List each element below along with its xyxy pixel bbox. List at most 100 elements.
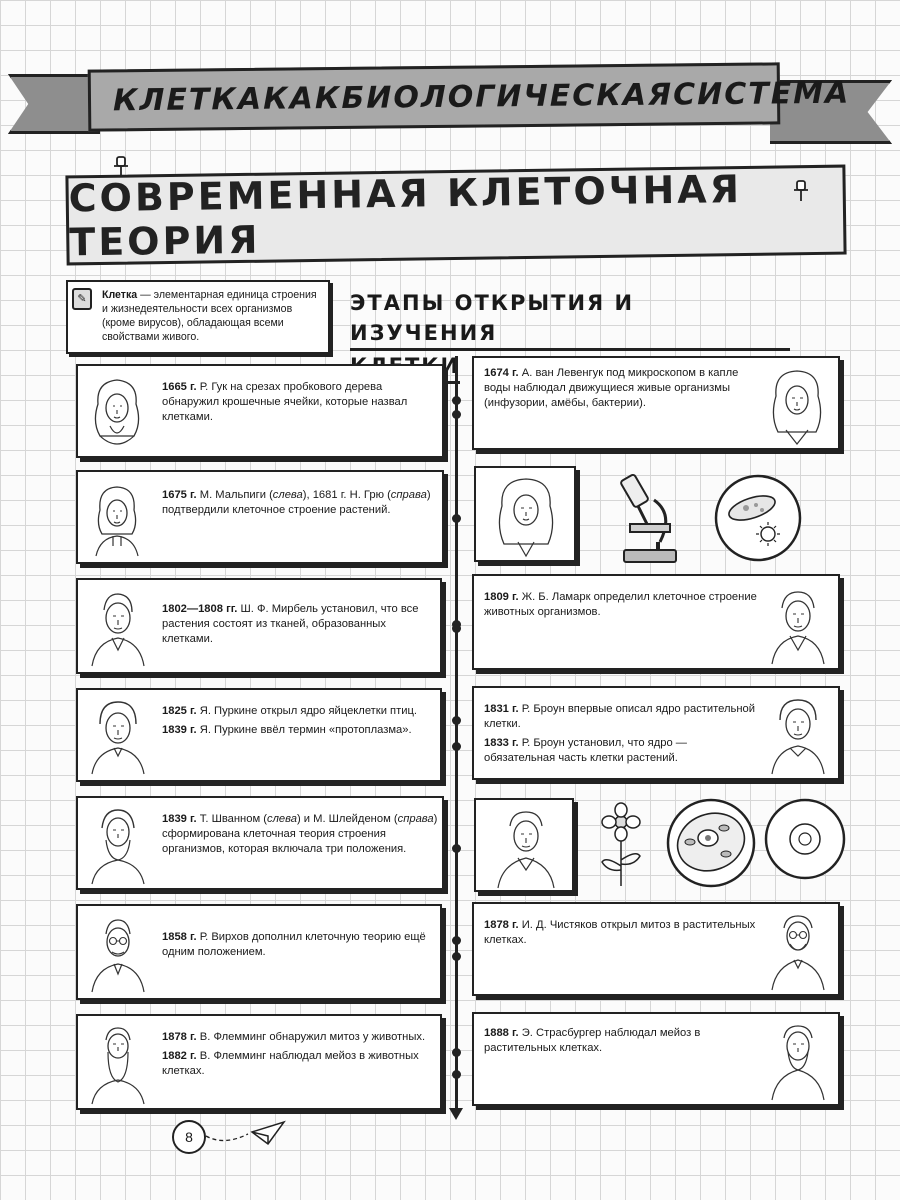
- card-description: Р. Броун впервые описал ядро растительно…: [484, 703, 756, 730]
- chapter-word-1: КЛЕТКА: [112, 81, 264, 118]
- card-year: 1858 г.: [162, 931, 197, 943]
- card-text: 1888 г. Э. Страсбургер наблюдал мейоз в …: [484, 1026, 760, 1060]
- portrait-schwann-icon: [91, 809, 145, 885]
- portrait-frame: [474, 798, 574, 892]
- timeline-dot: [452, 396, 461, 405]
- timeline-card-1839: 1839 г. Т. Шванном (слева) и М. Шлейдено…: [76, 796, 444, 890]
- timeline-dot: [452, 742, 461, 751]
- card-emphasis: справа: [397, 813, 434, 825]
- portrait-lamarck-icon: [771, 591, 825, 665]
- page-number: 8: [172, 1120, 206, 1154]
- card-description: Э. Страсбургер наблюдал мейоз в растител…: [484, 1027, 701, 1054]
- portrait-virchow-icon: [91, 919, 145, 993]
- portrait-strasburger-icon: [771, 1025, 825, 1101]
- timeline-card-1809: 1809 г. Ж. Б. Ламарк определил клеточное…: [472, 574, 840, 670]
- card-emphasis: слева: [266, 813, 297, 825]
- card-year: 1665 г.: [162, 381, 197, 393]
- card-text: 1674 г. А. ван Левенгук под микроскопом …: [484, 366, 760, 415]
- card-description: А. ван Левенгук под микроскопом в капле …: [484, 367, 739, 409]
- card-description: Т. Шванном (: [196, 813, 267, 825]
- pin-icon: [794, 180, 808, 201]
- chapter-word-3: БИОЛОГИЧЕСКАЯ: [341, 76, 674, 116]
- card-text: 1831 г. Р. Броун впервые описал ядро рас…: [484, 702, 760, 770]
- definition-term: Клетка: [102, 289, 138, 301]
- card-year: 1878 г.: [484, 919, 519, 931]
- timeline-dot: [452, 952, 461, 961]
- chapter-banner: КЛЕТКА КАК БИОЛОГИЧЕСКАЯ СИСТЕМА: [87, 62, 850, 132]
- card-description: ) сформирована клеточная теория строения…: [162, 813, 438, 855]
- card-description: ), 1681 г. Н. Грю (: [302, 489, 391, 501]
- card-description: Р. Вирхов дополнил клеточную теорию ещё …: [162, 931, 426, 958]
- portrait-purkinje-icon: [91, 701, 145, 775]
- card-text: 1809 г. Ж. Б. Ламарк определил клеточное…: [484, 590, 760, 624]
- card-text: 1825 г. Я. Пуркине открыл ядро яйцеклетк…: [162, 704, 436, 742]
- egg-cell-icon: [764, 798, 846, 880]
- banner-tail-left: [8, 74, 100, 134]
- card-text: 1878 г. В. Флемминг обнаружил митоз у жи…: [162, 1030, 436, 1083]
- portrait-grew-icon: [498, 478, 554, 558]
- plant-cell-icon: [666, 798, 756, 888]
- page-title-banner: СОВРЕМЕННАЯ КЛЕТОЧНАЯ ТЕОРИЯ: [65, 164, 847, 266]
- card-description: ) и М. Шлейденом (: [296, 813, 398, 825]
- timeline-card-1665: 1665 г. Р. Гук на срезах пробкового дере…: [76, 364, 444, 458]
- portrait-mirbel-icon: [91, 593, 145, 667]
- flower-icon: [601, 802, 641, 886]
- card-description: В. Флемминг обнаружил митоз у животных.: [196, 1031, 426, 1043]
- timeline-dot: [452, 514, 461, 523]
- timeline-dot: [452, 936, 461, 945]
- timeline-dot: [452, 410, 461, 419]
- card-description: ) подтвердили клеточное строение растени…: [162, 489, 431, 516]
- card-description: В. Флемминг наблюдал мейоз в животных кл…: [162, 1050, 419, 1077]
- card-year: 1878 г.: [162, 1031, 197, 1043]
- definition-text: — элементарная единица строения и жизнед…: [102, 289, 317, 343]
- timeline-dot: [452, 1048, 461, 1057]
- card-text: 1858 г. Р. Вирхов дополнил клеточную тео…: [162, 930, 436, 964]
- chapter-word-4: СИСТЕМА: [672, 75, 851, 112]
- bookmark-icon: ✎: [72, 288, 92, 310]
- card-text: 1878 г. И. Д. Чистяков открыл митоз в ра…: [484, 918, 760, 952]
- card-description: Р. Броун установил, что ядро — обязатель…: [484, 737, 687, 764]
- timeline-card-1878-flemming: 1878 г. В. Флемминг обнаружил митоз у жи…: [76, 1014, 442, 1110]
- timeline-axis: [455, 356, 458, 1112]
- card-year: 1882 г.: [162, 1050, 197, 1062]
- portrait-leeuwenhoek-icon: [772, 370, 822, 445]
- timeline-dot: [452, 624, 461, 633]
- portrait-schleiden-icon: [497, 811, 555, 889]
- portrait-malpighi-icon: [95, 486, 139, 557]
- page-title: СОВРЕМЕННАЯ КЛЕТОЧНАЯ ТЕОРИЯ: [68, 167, 743, 265]
- card-year: 1825 г.: [162, 705, 197, 717]
- card-year: 1831 г.: [484, 703, 519, 715]
- timeline-card-1825: 1825 г. Я. Пуркине открыл ядро яйцеклетк…: [76, 688, 442, 782]
- portrait-chistyakov-icon: [771, 915, 825, 991]
- card-text: 1802—1808 гг. Ш. Ф. Мирбель установил, ч…: [162, 602, 436, 651]
- card-year: 1888 г.: [484, 1027, 519, 1039]
- pin-icon: [114, 156, 128, 177]
- timeline-dot: [452, 844, 461, 853]
- card-text: 1675 г. М. Мальпиги (слева), 1681 г. Н. …: [162, 488, 438, 522]
- card-description: Я. Пуркине ввёл термин «протоплазма».: [196, 724, 412, 736]
- card-year: 1839 г.: [162, 724, 197, 736]
- timeline-card-1878-chistyakov: 1878 г. И. Д. Чистяков открыл митоз в ра…: [472, 902, 840, 996]
- paramecium-cell-icon: [714, 474, 802, 562]
- timeline-card-1858: 1858 г. Р. Вирхов дополнил клеточную тео…: [76, 904, 442, 1000]
- portrait-hooke-icon: [94, 379, 140, 445]
- card-year: 1833 г.: [484, 737, 519, 749]
- card-description: И. Д. Чистяков открыл митоз в растительн…: [484, 919, 756, 946]
- card-description: Р. Гук на срезах пробкового дерева обнар…: [162, 381, 408, 423]
- card-description: М. Мальпиги (: [196, 489, 273, 501]
- card-emphasis: справа: [390, 489, 427, 501]
- timeline-dot: [452, 1070, 461, 1079]
- portrait-brown-icon: [771, 699, 825, 775]
- card-text: 1665 г. Р. Гук на срезах пробкового дере…: [162, 380, 438, 429]
- timeline-arrow: [449, 1108, 463, 1120]
- card-year: 1802—1808 гг.: [162, 603, 238, 615]
- portrait-flemming-icon: [91, 1027, 145, 1105]
- definition-box: ✎ Клетка — элементарная единица строения…: [66, 280, 330, 354]
- timeline-card-1888: 1888 г. Э. Страсбургер наблюдал мейоз в …: [472, 1012, 840, 1106]
- card-description: Ж. Б. Ламарк определил клеточное строени…: [484, 591, 757, 618]
- card-year: 1675 г.: [162, 489, 197, 501]
- section-title-line1: ЭТАПЫ ОТКРЫТИЯ И ИЗУЧЕНИЯ: [350, 288, 790, 351]
- timeline-card-1831: 1831 г. Р. Броун впервые описал ядро рас…: [472, 686, 840, 780]
- portrait-frame: [474, 466, 576, 562]
- chapter-word-2: КАК: [262, 80, 342, 117]
